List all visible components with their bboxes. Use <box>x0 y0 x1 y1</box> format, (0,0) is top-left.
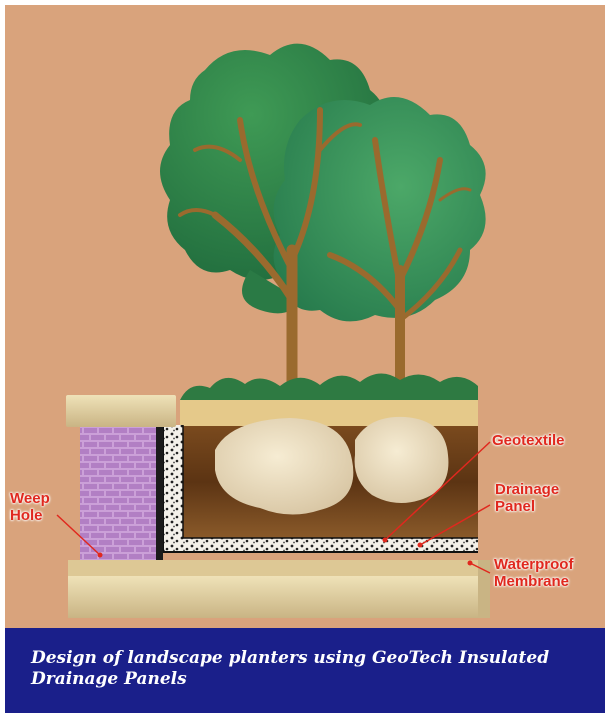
topsoil-band <box>180 400 478 428</box>
label-drainage-panel: Drainage Panel <box>495 481 559 515</box>
root-ball-right <box>355 417 449 503</box>
label-waterproof-membrane: Waterproof Membrane <box>494 556 573 590</box>
label-geotextile: Geotextile <box>492 432 565 449</box>
wall-face <box>156 425 163 560</box>
drainage-panel-vertical <box>163 425 183 550</box>
brick-wall <box>80 425 160 560</box>
caption: Design of landscape planters using GeoTe… <box>31 648 579 690</box>
base-slab <box>68 576 478 618</box>
drainage-panel-bottom <box>163 538 478 552</box>
label-weep-hole: Weep Hole <box>10 490 50 524</box>
wall-cap <box>66 395 176 427</box>
base-slab-top <box>68 560 478 576</box>
caption-band: Design of landscape planters using GeoTe… <box>5 628 605 713</box>
